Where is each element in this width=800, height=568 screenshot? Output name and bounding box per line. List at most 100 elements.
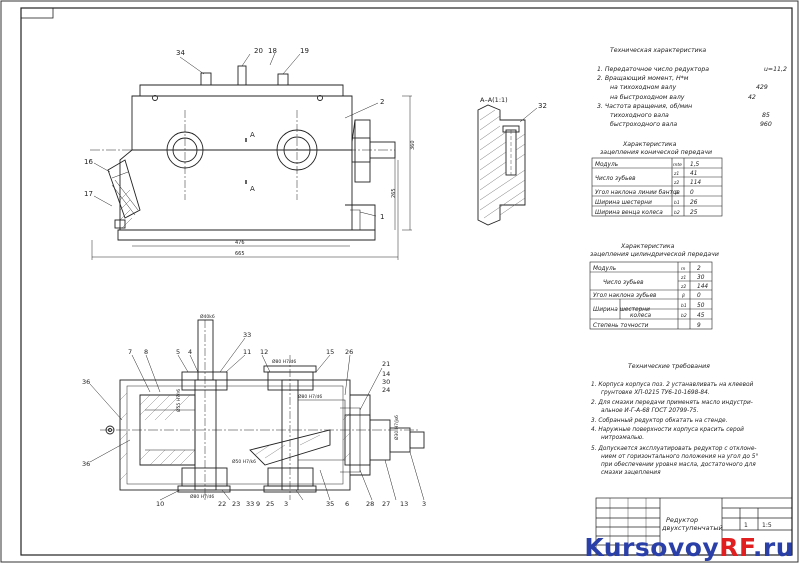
callout: 9 — [256, 500, 260, 508]
cell: Угол наклона зубьев — [593, 293, 657, 299]
req-line: 5. Допускается эксплуатировать редуктор … — [591, 446, 756, 452]
callouts-bottom: 7 8 5 4 33 11 12 15 26 21 14 30 24 36 36… — [82, 331, 426, 508]
watermark-part: Kursovoy — [584, 533, 720, 562]
callout: 4 — [188, 348, 192, 356]
cell: Модуль — [593, 266, 616, 272]
section-marks: А А — [250, 131, 255, 193]
req-line: 2. Для смазки передачи применять масло и… — [591, 400, 753, 406]
callout: 3 — [422, 500, 426, 508]
fit-label: Ø50 H7/k6 — [232, 458, 256, 465]
fit-label: Ø80 H7/d6 — [190, 493, 214, 500]
req-line: грунтовке ХП-0215 ТУ6-10-1698-84. — [601, 390, 710, 396]
callout: 8 — [144, 348, 148, 356]
fit-label: Ø80 H7/d6 — [298, 393, 322, 400]
callout: 30 — [382, 378, 390, 386]
tech-value: 85 — [762, 112, 770, 119]
tech-item: 2. Вращающий момент, Н*м — [597, 75, 689, 82]
req-title: Технические требования — [628, 362, 710, 370]
cyl-title: Характеристика — [620, 243, 675, 250]
req-line: 1. Корпуса корпуса поз. 2 устанавливать … — [591, 382, 754, 388]
watermark-part: RF — [719, 533, 753, 562]
cell: 45 — [697, 313, 705, 319]
cell: 9 — [697, 323, 701, 329]
cell: β — [682, 293, 685, 299]
dimensions-top: 476 665 265 360 — [235, 140, 416, 257]
callout: 14 — [382, 370, 390, 378]
cell: 114 — [690, 180, 701, 186]
dimension: 476 — [235, 240, 245, 246]
tech-item: на тихоходном валу — [610, 84, 676, 91]
req-line: альное И-Г-А-68 ГОСТ 20799-75. — [601, 408, 699, 414]
callout: 13 — [400, 500, 408, 508]
cell: z2 — [673, 180, 679, 186]
callout: 34 — [176, 49, 185, 57]
callout: 6 — [345, 500, 349, 508]
req-line: 3. Собранный редуктор обкатать на стенде… — [591, 418, 728, 424]
cell: β — [675, 190, 678, 196]
cell: 26 — [690, 200, 698, 206]
fit-label: Ø80 H7/d6 — [272, 358, 296, 365]
callout: 15 — [326, 348, 334, 356]
callout: 23 — [232, 500, 240, 508]
tech-requirements: Технические требования 1. Корпуса корпус… — [591, 362, 758, 476]
callout: 21 — [382, 360, 390, 368]
callout: 17 — [84, 190, 93, 198]
callout: 26 — [345, 348, 353, 356]
fit-label: Ø55 H7/r6 — [175, 389, 182, 412]
callout: 3 — [284, 500, 288, 508]
cell: 41 — [690, 171, 697, 177]
cell: b1 — [674, 200, 680, 206]
callout: 36 — [82, 378, 90, 386]
section-mark: А — [250, 185, 255, 193]
cyl-gear-table: Характеристика зацепления цилиндрической… — [589, 243, 719, 330]
cell: 30 — [697, 275, 705, 281]
fit-label: Ø30 H7/js6 — [393, 415, 400, 440]
tech-item: быстроходного вала — [610, 120, 677, 128]
callout: 19 — [300, 47, 309, 55]
callout: 7 — [128, 348, 132, 356]
front-view — [90, 52, 412, 260]
callout: 28 — [366, 500, 374, 508]
callout: 10 — [156, 500, 164, 508]
req-line: при обеспечении уровня масла, достаточно… — [601, 462, 756, 468]
cell: z1 — [673, 171, 679, 177]
cell: 50 — [697, 303, 705, 309]
callout: 20 — [254, 47, 263, 55]
title-block — [595, 497, 793, 556]
tech-value: 960 — [760, 121, 772, 128]
cell: Степень точности — [593, 323, 649, 329]
callout: 12 — [260, 348, 268, 356]
tech-item: тихоходного вала — [610, 112, 669, 119]
section-mark: А — [250, 131, 255, 139]
cell: 2 — [697, 266, 701, 272]
inner-frame — [20, 7, 793, 556]
callout: 25 — [266, 500, 274, 508]
section-a-a — [477, 104, 538, 226]
section-label: А–А(1:1) — [480, 96, 508, 104]
tech-value: 429 — [756, 84, 768, 91]
dimension: 265 — [391, 188, 397, 198]
sheet-number: 1 — [744, 522, 748, 529]
tech-title: Техническая характеристика — [610, 47, 706, 54]
cell: Число зубьев — [603, 280, 644, 286]
cell: b1 — [681, 303, 687, 309]
tech-item: 1. Передаточное число редуктора — [597, 66, 709, 73]
callout: 5 — [176, 348, 180, 356]
callout: 16 — [84, 158, 93, 166]
watermark-part: .ru — [752, 533, 794, 562]
cell: z1 — [680, 275, 686, 281]
req-line: нием от горизонтального положения на уго… — [601, 454, 758, 460]
fit-label: Ø40k6 — [200, 313, 215, 320]
callout: 32 — [538, 102, 547, 110]
cell: b2 — [681, 313, 687, 319]
watermark-logo: KursovoyRF.ru — [584, 533, 794, 562]
callout: 33 — [243, 331, 251, 339]
cell: Число зубьев — [595, 176, 636, 182]
req-line: нитроэмалью. — [601, 435, 644, 441]
callouts-top: 34 20 18 19 2 16 17 1 — [84, 47, 384, 221]
callout: 18 — [268, 47, 277, 55]
cell: m — [681, 267, 686, 272]
callout: 22 — [218, 500, 226, 508]
